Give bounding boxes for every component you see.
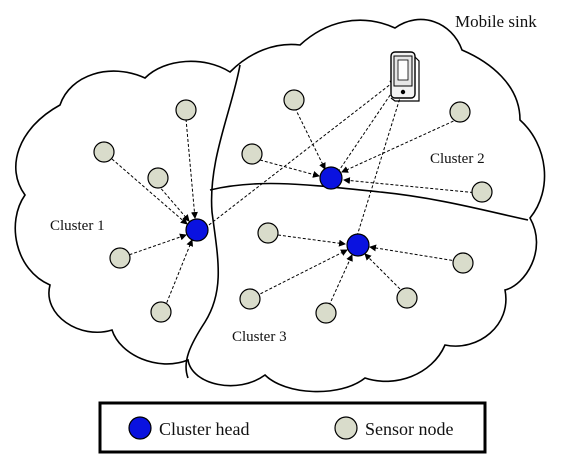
cluster-head (346, 233, 370, 257)
cluster-boundary-1 (185, 64, 241, 379)
cluster-head (319, 166, 343, 190)
mobile-sink-label: Mobile sink (455, 12, 537, 31)
sensor-node (449, 101, 471, 123)
link (294, 107, 326, 170)
network-cloud-outline (14, 18, 546, 393)
link (185, 118, 198, 219)
link (119, 233, 187, 259)
cluster-2-label: Cluster 2 (430, 151, 485, 167)
sensor-node (315, 302, 337, 324)
legend-sensor-node-label: Sensor node (365, 419, 454, 439)
legend-cluster-head-swatch (128, 416, 152, 440)
link (204, 79, 397, 229)
sensor-node (239, 288, 261, 310)
link (356, 84, 406, 237)
sensor-node (109, 247, 131, 269)
cluster-heads (185, 166, 370, 257)
sensor-nodes (93, 89, 493, 324)
link (259, 159, 320, 178)
legend-box (98, 401, 487, 454)
sensor-node (93, 141, 115, 163)
link (162, 239, 194, 313)
cluster-3-label: Cluster 3 (232, 329, 287, 345)
sensor-links (111, 79, 479, 313)
legend: Cluster head Sensor node (98, 401, 487, 454)
link (343, 177, 479, 194)
link (337, 81, 400, 173)
sensor-node (257, 222, 279, 244)
cluster-head (185, 218, 209, 242)
link (255, 249, 348, 297)
sensor-node (396, 287, 418, 309)
sensor-node (452, 252, 474, 274)
link (369, 244, 463, 263)
sensor-node (150, 301, 172, 323)
sensor-node (241, 143, 263, 165)
legend-cluster-head-label: Cluster head (159, 419, 249, 439)
link (326, 254, 353, 311)
sensor-node (147, 167, 169, 189)
link (157, 184, 190, 222)
sensor-node (175, 99, 197, 121)
cluster-1-label: Cluster 1 (50, 218, 105, 234)
cluster-boundary-2 (209, 182, 529, 221)
link (277, 234, 346, 247)
link (111, 158, 188, 225)
sensor-node (283, 89, 305, 111)
legend-sensor-node-swatch (334, 416, 358, 440)
link (341, 118, 459, 173)
mobile-sink-icon (390, 51, 420, 102)
sensor-node (471, 181, 493, 203)
